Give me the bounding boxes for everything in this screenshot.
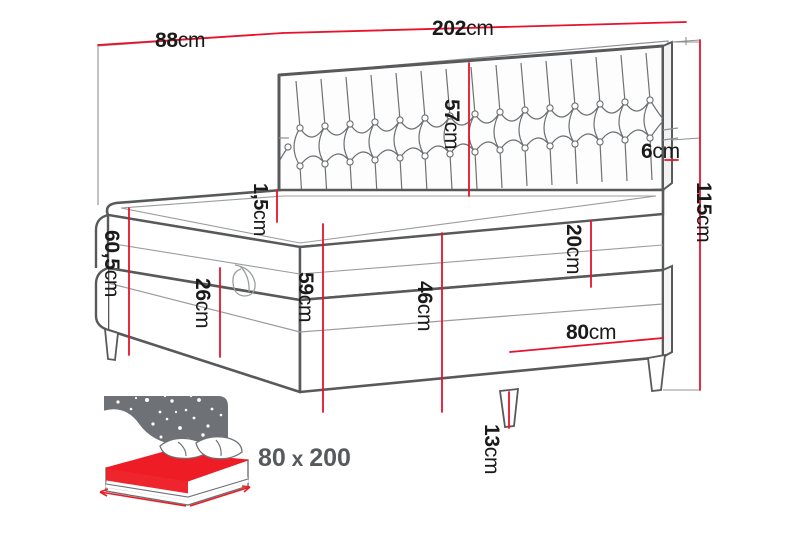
tufting-buttons bbox=[284, 96, 654, 170]
dim-label-202: 202cm bbox=[432, 17, 494, 40]
dim-label-26: 26cm bbox=[191, 278, 214, 329]
dim-label-57: 57cm bbox=[440, 99, 463, 150]
dim-label-6: 6cm bbox=[641, 140, 680, 163]
furniture-outline bbox=[94, 21, 701, 507]
dim-label-60-5: 60,5cm bbox=[100, 230, 123, 298]
dimension-lines bbox=[97, 21, 701, 429]
tufting-bottom-seams bbox=[299, 137, 653, 199]
dim-label-115: 115cm bbox=[692, 182, 715, 243]
dim-label-46: 46cm bbox=[413, 281, 436, 332]
dim-label-1-5: 1,5cm bbox=[249, 183, 271, 236]
mattress-size-label: 80 x 200 bbox=[258, 444, 351, 472]
dim-label-59: 59cm bbox=[294, 272, 317, 323]
dim-label-80: 80cm bbox=[566, 321, 617, 344]
bed-legs bbox=[103, 327, 667, 428]
tufting-top-seams bbox=[295, 52, 651, 129]
dim-label-88: 88cm bbox=[155, 29, 206, 52]
drawer-handle-icon bbox=[232, 264, 256, 297]
mattress-icon-arrows bbox=[99, 485, 251, 507]
mattress-icon bbox=[99, 394, 251, 507]
dim-label-13: 13cm bbox=[480, 424, 503, 475]
dim-label-20: 20cm bbox=[562, 224, 585, 275]
